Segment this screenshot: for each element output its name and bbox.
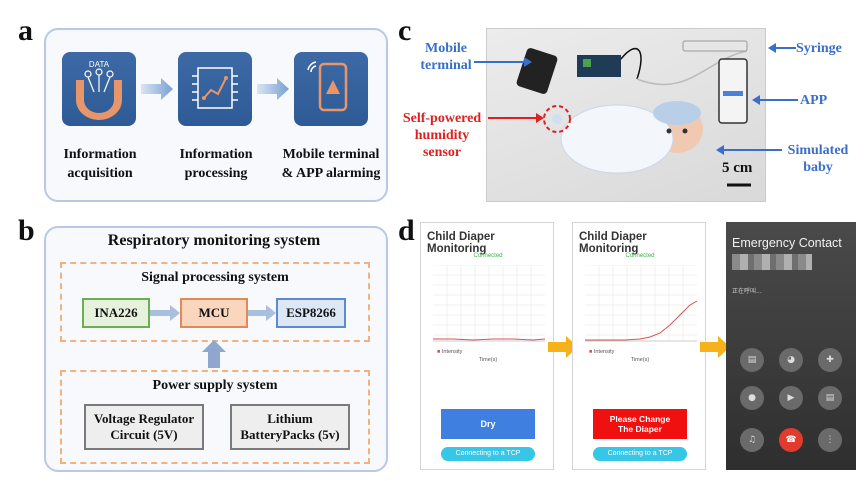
screen2-chart [585, 265, 697, 342]
syringe-pointer [768, 43, 796, 53]
app-label: APP [800, 93, 828, 108]
signal-processing-title: Signal processing system [141, 270, 289, 285]
simulated-baby-label: Simulated baby [787, 143, 849, 175]
video-icon[interactable]: ▶ [779, 386, 803, 410]
information-acquisition-icon: DATA [62, 52, 136, 126]
screen2-tcp-button[interactable]: Connecting to a TCP [593, 447, 687, 461]
panel-label-d: d [398, 214, 415, 247]
screen1-status: Connected [473, 253, 503, 259]
emergency-call-screen: Emergency Contact 正在呼叫... ▤ ◕ ✚ ● ▶ ▤ ♫ … [726, 222, 856, 470]
respiratory-system-title: Respiratory monitoring system [107, 232, 321, 249]
screen1-legend: ■ Intensity [437, 349, 463, 355]
screen2-xlabel: Time(s) [630, 357, 650, 363]
power-supply-title: Power supply system [152, 378, 278, 393]
mobile-terminal-label: Mobile terminal [420, 41, 472, 73]
notes-icon[interactable]: ▤ [818, 386, 842, 410]
app-screen-alarm: Child Diaper Monitoring Connected ■ Inte… [572, 222, 706, 470]
panel-label-b: b [18, 214, 35, 247]
panel-label-a: a [18, 14, 33, 47]
panel-label-c: c [398, 14, 412, 47]
screen1-legend-text: Intensity [441, 349, 463, 355]
information-processing-icon [178, 52, 252, 126]
screen1-chart [433, 265, 545, 342]
flow-arrow-1 [141, 78, 173, 100]
screen1-tcp-button[interactable]: Connecting to a TCP [441, 447, 535, 461]
screen2-legend-text: Intensity [593, 349, 615, 355]
screen2-legend: ■ Intensity [589, 349, 615, 355]
humidity-sensor-label: Self-powered humidity sensor [402, 111, 482, 160]
voltage-regulator-block: Voltage Regulator Circuit (5V) [84, 404, 204, 450]
add-call-icon[interactable]: ✚ [818, 348, 842, 372]
mute-icon[interactable]: ● [740, 386, 764, 410]
flow-arrow-2 [257, 78, 289, 100]
humidity-sensor-pointer [488, 113, 544, 123]
power-supply-frame [60, 370, 370, 464]
speaker-icon[interactable]: ♫ [740, 428, 764, 452]
screen-arrow-2 [700, 336, 730, 358]
caption-mobile-terminal: Mobile terminal & APP alarming [281, 147, 381, 181]
setup-photo [486, 28, 766, 202]
app-pointer [752, 95, 798, 105]
mobile-alarm-icon [294, 52, 368, 126]
arrow-mcu-to-esp [248, 305, 276, 321]
redacted-contact [732, 254, 812, 270]
mcu-block: MCU [180, 298, 248, 328]
hold-icon[interactable]: ◕ [779, 348, 803, 372]
call-status: 正在呼叫... [732, 288, 762, 295]
arrow-ina-to-mcu [150, 305, 180, 321]
ina226-block: INA226 [82, 298, 150, 328]
screen1-title: Child Diaper Monitoring [427, 231, 495, 255]
emergency-contact-title: Emergency Contact [732, 236, 842, 250]
scale-bar-label: 5 cm [722, 160, 753, 176]
screen-arrow-1 [548, 336, 578, 358]
data-text: DATA [89, 60, 110, 69]
hang-up-icon[interactable]: ☎ [779, 428, 803, 452]
dialpad-icon[interactable]: ⋮ [818, 428, 842, 452]
app-screen-dry: Child Diaper Monitoring Connected ■ Inte… [420, 222, 554, 470]
simulated-baby-pointer [716, 145, 782, 155]
keypad-note-icon[interactable]: ▤ [740, 348, 764, 372]
caption-information-acquisition: Information acquisition [63, 147, 137, 181]
caption-information-processing: Information processing [179, 147, 253, 181]
syringe-label: Syringe [796, 41, 842, 56]
mobile-terminal-pointer [474, 57, 532, 67]
esp8266-block: ESP8266 [276, 298, 346, 328]
screen2-title: Child Diaper Monitoring [579, 231, 647, 255]
screen1-xlabel: Time(s) [478, 357, 498, 363]
dry-button[interactable]: Dry [441, 409, 535, 439]
arrow-power-to-signal [202, 340, 226, 368]
screen2-status: Connected [625, 253, 655, 259]
change-diaper-button[interactable]: Please Change The Diaper [593, 409, 687, 439]
battery-pack-block: Lithium BatteryPacks (5v) [230, 404, 350, 450]
